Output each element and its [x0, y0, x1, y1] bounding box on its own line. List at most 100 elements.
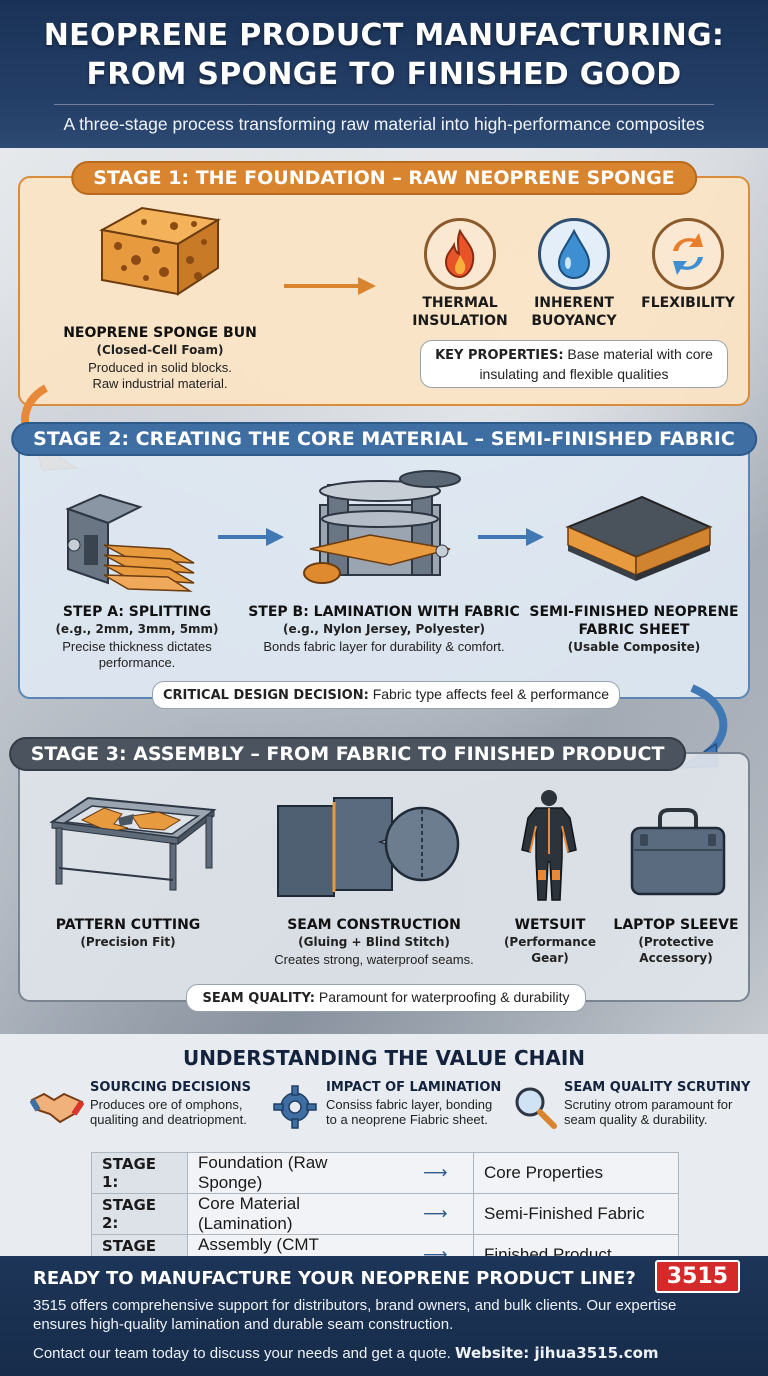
- cycle-arrows-icon: [652, 218, 724, 290]
- sponge-bun-desc-1: Produced in solid blocks.: [88, 360, 232, 375]
- brand-badge: 3515: [654, 1260, 740, 1293]
- step-a-desc-1: Precise thickness dictates: [62, 639, 212, 654]
- property-buoyancy-line2: BUOYANCY: [531, 313, 617, 329]
- property-thermal-line2: INSULATION: [412, 313, 508, 329]
- step-b-subtitle: (e.g., Nylon Jersey, Polyester): [283, 622, 485, 636]
- step-b-desc: Bonds fabric layer for durability & comf…: [263, 639, 505, 654]
- seam-construction-subtitle: (Gluing + Blind Stitch): [298, 935, 450, 949]
- step-b-title: STEP B: LAMINATION WITH FABRIC: [248, 604, 520, 620]
- stage1-panel: STAGE 1: THE FOUNDATION – RAW NEOPRENE S…: [18, 161, 750, 406]
- step-a-subtitle: (e.g., 2mm, 3mm, 5mm): [55, 622, 219, 636]
- value-item-seam-head: SEAM QUALITY SCRUTINY: [564, 1080, 751, 1095]
- step-a-desc-2: performance.: [98, 655, 176, 670]
- cta-body-line-2: ensures high-quality lamination and dura…: [33, 1316, 454, 1333]
- key-properties-text-1: Base material with core: [567, 346, 713, 362]
- property-flexibility-line1: FLEXIBILITY: [641, 295, 735, 311]
- table-cell-result: Semi-Finished Fabric: [473, 1193, 679, 1235]
- title-line-2: FROM SPONGE TO FINISHED GOOD: [86, 57, 682, 92]
- website-link[interactable]: Website: jihua3515.com: [454, 1344, 659, 1362]
- stage2-panel: STAGE 2: CREATING THE CORE MATERIAL – SE…: [11, 422, 757, 709]
- property-thermal-line1: THERMAL: [422, 295, 498, 311]
- key-properties-label: KEY PROPERTIES:: [435, 348, 564, 363]
- table-cell-desc: Core Material (Lamination): [187, 1193, 398, 1235]
- fabric-sheet-title-2: FABRIC SHEET: [578, 622, 690, 638]
- page-title: NEOPRENE PRODUCT MANUFACTURING: FROM SPO…: [0, 0, 768, 94]
- seam-construction-desc: Creates strong, waterproof seams.: [274, 952, 474, 967]
- stage2-heading: STAGE 2: CREATING THE CORE MATERIAL – SE…: [11, 422, 757, 456]
- seam-detail-icon: [277, 797, 460, 897]
- sponge-bun-title: NEOPRENE SPONGE BUN: [63, 325, 257, 341]
- table-cell-stage: STAGE 2:: [91, 1193, 188, 1235]
- step-a-title: STEP A: SPLITTING: [62, 604, 212, 620]
- value-item-lamination-text-2: to a neoprene Fiabric sheet.: [326, 1112, 488, 1127]
- magnifier-icon: [515, 1087, 557, 1129]
- seam-construction-label: SEAM CONSTRUCTION (Gluing + Blind Stitch…: [256, 916, 492, 968]
- sponge-bun-subtitle: (Closed-Cell Foam): [96, 343, 224, 357]
- value-item-lamination-text-1: Consiss fabric layer, bonding: [326, 1097, 493, 1112]
- sponge-bun-label: NEOPRENE SPONGE BUN (Closed-Cell Foam) P…: [50, 324, 270, 392]
- value-item-sourcing-text-1: Produces ore of omphons,: [90, 1097, 243, 1112]
- laptop-sleeve-icon: [630, 808, 726, 896]
- fabric-sheet-icon: [565, 495, 713, 581]
- arrow-right-icon: [218, 528, 284, 546]
- property-thermal: THERMAL INSULATION: [404, 294, 516, 330]
- gear-icon: [273, 1085, 317, 1129]
- value-item-sourcing: SOURCING DECISIONS Produces ore of ompho…: [90, 1080, 270, 1127]
- value-item-lamination-head: IMPACT OF LAMINATION: [326, 1080, 502, 1095]
- table-row: STAGE 1: Foundation (Raw Sponge) ⟶ Core …: [91, 1152, 679, 1194]
- arrow-right-icon: [284, 277, 376, 295]
- splitting-machine-icon: [65, 493, 195, 592]
- key-properties-note: KEY PROPERTIES: Base material with core …: [420, 340, 728, 388]
- seam-quality-label: SEAM QUALITY:: [202, 991, 316, 1006]
- seam-construction-title: SEAM CONSTRUCTION: [287, 917, 461, 933]
- property-buoyancy-line1: INHERENT: [534, 295, 614, 311]
- cta-contact-text: Contact our team today to discuss your n…: [33, 1345, 451, 1362]
- laptop-sleeve-subtitle-2: Accessory): [639, 951, 713, 965]
- property-buoyancy: INHERENT BUOYANCY: [518, 294, 630, 330]
- arrow-right-icon: [478, 528, 544, 546]
- sponge-bun-desc-2: Raw industrial material.: [92, 376, 228, 391]
- pattern-cutting-label: PATTERN CUTTING (Precision Fit): [38, 916, 218, 950]
- fabric-sheet-subtitle: (Usable Composite): [567, 640, 701, 654]
- arrow-right-icon: ⟶: [397, 1193, 474, 1235]
- cutting-table-icon: [49, 796, 217, 891]
- design-decision-label: CRITICAL DESIGN DECISION:: [162, 688, 369, 703]
- value-item-lamination: IMPACT OF LAMINATION Consiss fabric laye…: [326, 1080, 506, 1127]
- key-properties-text-2: insulating and flexible qualities: [479, 366, 669, 382]
- wetsuit-subtitle-1: (Performance: [503, 935, 597, 949]
- wetsuit-icon: [521, 790, 577, 901]
- fabric-sheet-title-1: SEMI-FINISHED NEOPRENE: [529, 604, 739, 620]
- seam-quality-note: SEAM QUALITY: Paramount for waterproofin…: [186, 984, 586, 1012]
- sponge-block-icon: [99, 206, 221, 296]
- page-subtitle: A three-stage process transforming raw m…: [63, 114, 705, 134]
- stage3-heading: STAGE 3: ASSEMBLY – FROM FABRIC TO FINIS…: [8, 737, 687, 771]
- design-decision-note: CRITICAL DESIGN DECISION: Fabric type af…: [152, 681, 620, 709]
- stage3-panel: STAGE 3: ASSEMBLY – FROM FABRIC TO FINIS…: [8, 737, 750, 1012]
- value-item-sourcing-head: SOURCING DECISIONS: [90, 1080, 251, 1095]
- cta-body-line-1: 3515 offers comprehensive support for di…: [33, 1297, 677, 1314]
- wetsuit-title: WETSUIT: [514, 917, 586, 933]
- design-decision-text: Fabric type affects feel & performance: [372, 686, 610, 702]
- lamination-machine-icon: [303, 470, 461, 584]
- header-banner: NEOPRENE PRODUCT MANUFACTURING: FROM SPO…: [0, 0, 768, 148]
- pattern-cutting-title: PATTERN CUTTING: [55, 917, 201, 933]
- laptop-sleeve-label: LAPTOP SLEEVE (Protective Accessory): [612, 916, 740, 966]
- arrow-right-icon: ⟶: [397, 1152, 474, 1194]
- value-chain-section: UNDERSTANDING THE VALUE CHAIN SOURCING D…: [0, 1034, 768, 1276]
- laptop-sleeve-title: LAPTOP SLEEVE: [613, 917, 739, 933]
- title-line-1: NEOPRENE PRODUCT MANUFACTURING:: [43, 18, 725, 53]
- fabric-sheet-label: SEMI-FINISHED NEOPRENE FABRIC SHEET (Usa…: [526, 603, 742, 655]
- step-a-label: STEP A: SPLITTING (e.g., 2mm, 3mm, 5mm) …: [42, 603, 232, 671]
- cta-contact: Contact our team today to discuss your n…: [33, 1344, 659, 1362]
- table-row: STAGE 2: Core Material (Lamination) ⟶ Se…: [91, 1193, 679, 1235]
- footer-cta: READY TO MANUFACTURE YOUR NEOPRENE PRODU…: [0, 1256, 768, 1376]
- value-chain-title: UNDERSTANDING THE VALUE CHAIN: [182, 1046, 586, 1070]
- flame-icon: [424, 218, 496, 290]
- cta-body: 3515 offers comprehensive support for di…: [33, 1296, 733, 1334]
- laptop-sleeve-subtitle-1: (Protective: [638, 935, 714, 949]
- wetsuit-label: WETSUIT (Performance Gear): [498, 916, 602, 966]
- handshake-icon: [30, 1092, 84, 1124]
- pattern-cutting-subtitle: (Precision Fit): [80, 935, 176, 949]
- step-b-label: STEP B: LAMINATION WITH FABRIC (e.g., Ny…: [246, 603, 522, 655]
- cta-title: READY TO MANUFACTURE YOUR NEOPRENE PRODU…: [33, 1268, 636, 1289]
